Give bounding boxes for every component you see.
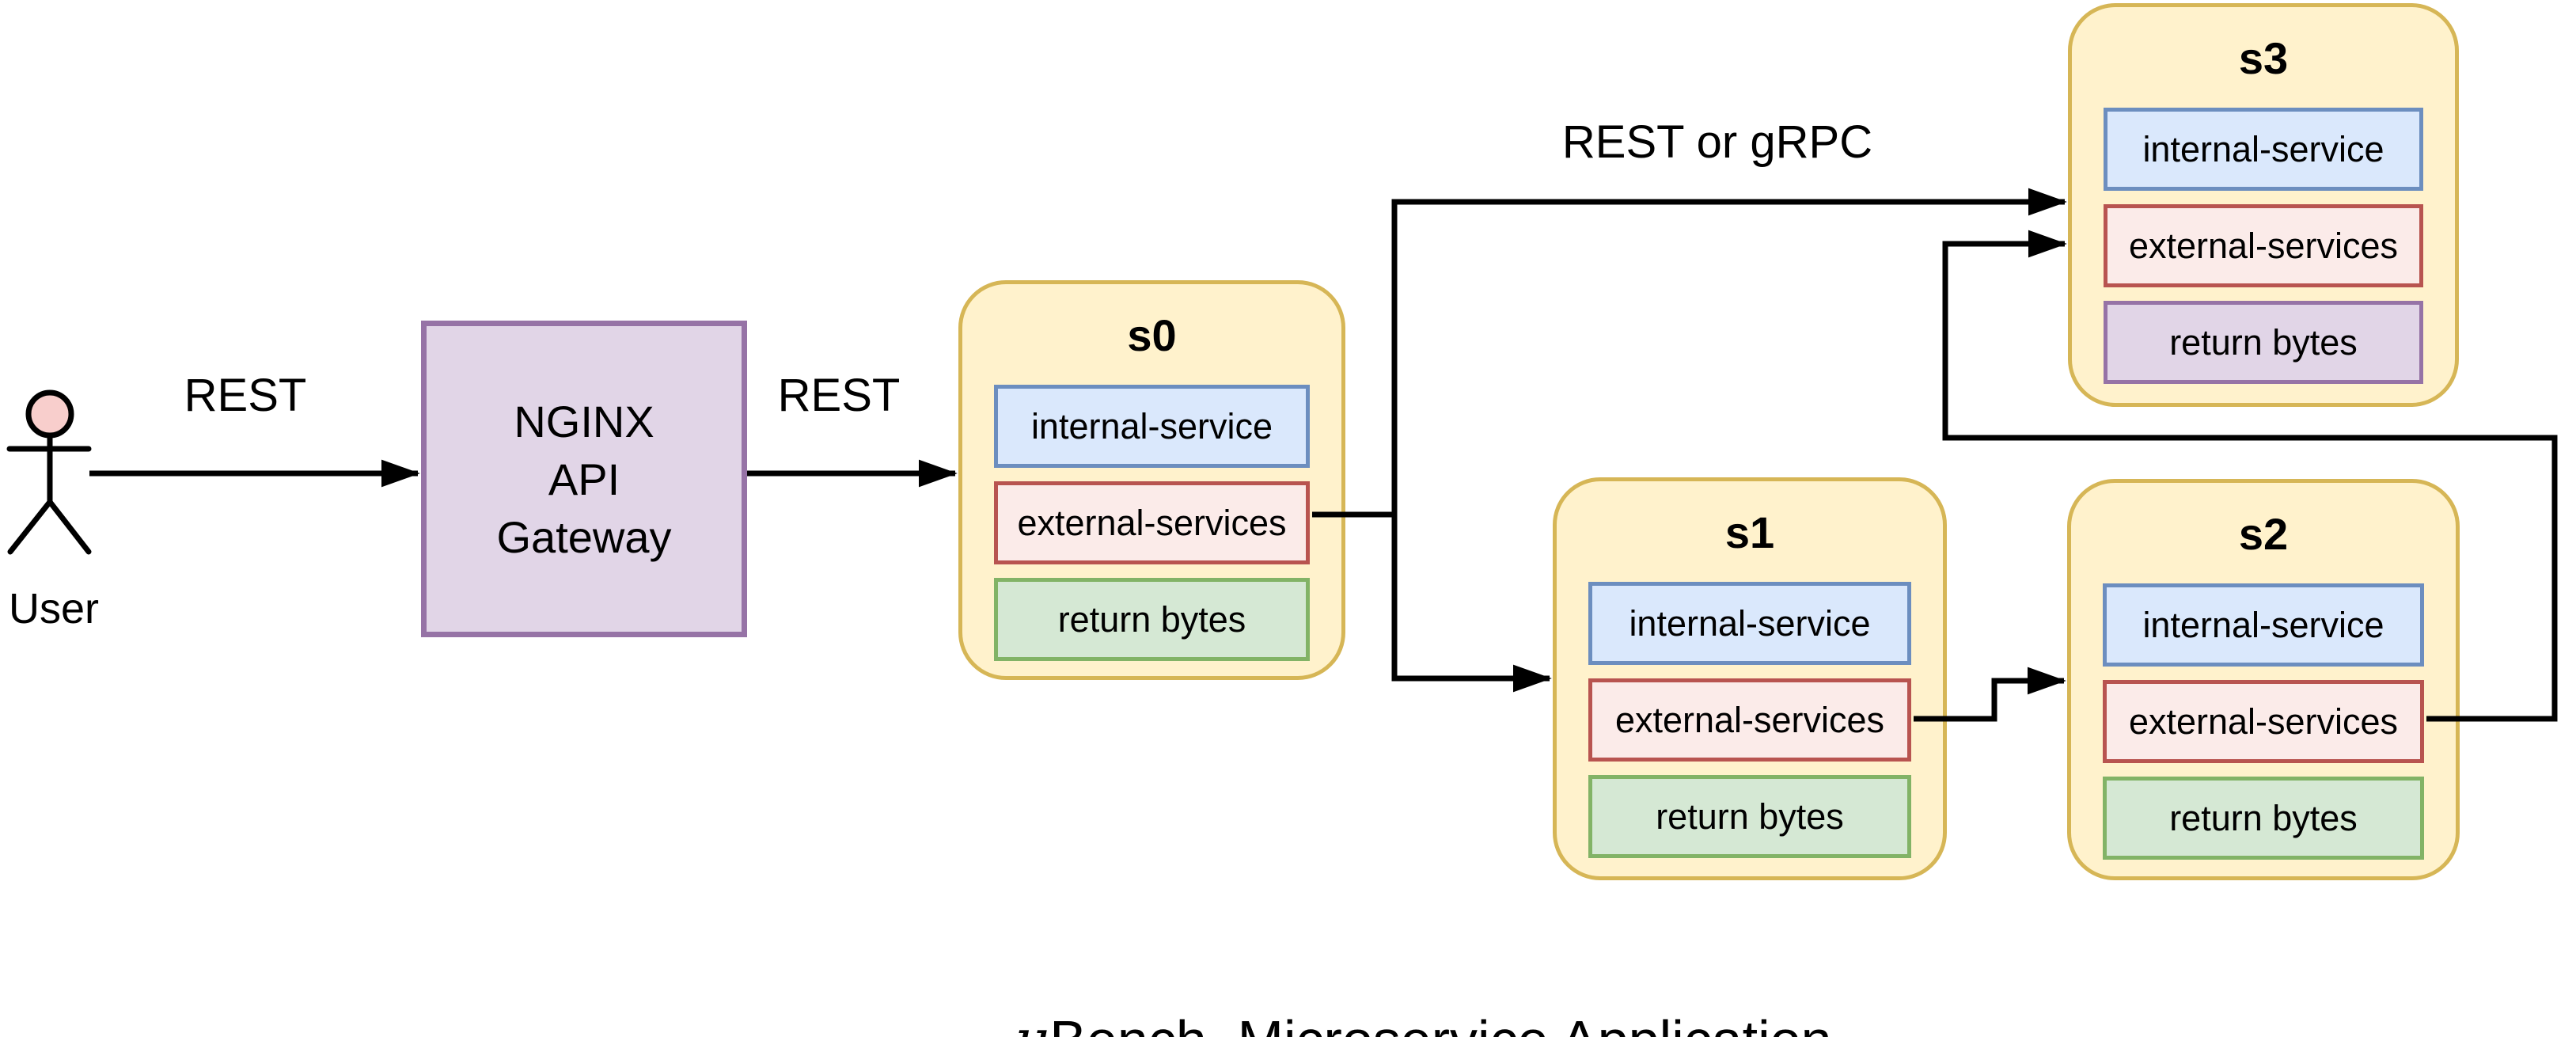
user-stick-figure-icon	[6, 389, 92, 555]
nginx-gateway-box: NGINX API Gateway	[421, 321, 747, 637]
user-label: User	[8, 585, 99, 632]
service-row-external-services: external-services	[994, 481, 1310, 564]
service-row-return-bytes: return bytes	[2103, 777, 2424, 860]
service-row-label: internal-service	[2142, 604, 2384, 645]
service-title-s2: s2	[2238, 509, 2289, 559]
service-row-label: external-services	[1017, 502, 1287, 543]
actor-left-leg	[7, 499, 53, 555]
edge-s0-to-s1	[1391, 515, 1552, 693]
service-row-label: return bytes	[2169, 797, 2358, 838]
service-row-label: external-services	[1614, 699, 1885, 740]
service-row-return-bytes: return bytes	[2104, 301, 2423, 384]
service-box-s3: s3 internal-service external-services re…	[2068, 3, 2459, 407]
service-row-label: return bytes	[1656, 796, 1844, 837]
service-row-external-services: external-services	[2103, 680, 2424, 763]
service-row-label: external-services	[2128, 701, 2399, 742]
service-row-label: internal-service	[2142, 128, 2384, 169]
service-row-return-bytes: return bytes	[994, 578, 1310, 661]
diagram-title-text: Bench Microservice Application	[1049, 1009, 1831, 1037]
service-row-label: internal-service	[1629, 602, 1871, 644]
service-row-return-bytes: return bytes	[1588, 775, 1911, 858]
service-row-internal-service: internal-service	[1588, 582, 1911, 665]
edge-s0-to-s3	[1312, 188, 2067, 518]
service-row-external-services: external-services	[1588, 678, 1911, 762]
diagram-title-mu: μ	[1014, 1008, 1050, 1037]
service-row-internal-service: internal-service	[2103, 583, 2424, 667]
actor-right-leg	[47, 499, 92, 555]
edge-label-rest-gateway-s0: REST	[777, 370, 901, 421]
service-row-label: return bytes	[2169, 321, 2358, 363]
nginx-gateway-label: NGINX API Gateway	[496, 396, 672, 562]
service-row-internal-service: internal-service	[994, 385, 1310, 468]
service-box-s1: s1 internal-service external-services re…	[1553, 477, 1947, 880]
service-row-external-services: external-services	[2104, 204, 2423, 287]
service-title-s3: s3	[2238, 33, 2289, 83]
service-row-label: return bytes	[1057, 598, 1246, 640]
edge-label-rest-or-grpc: REST or gRPC	[1561, 116, 1873, 168]
service-row-label: internal-service	[1030, 405, 1273, 446]
service-title-s1: s1	[1724, 507, 1775, 557]
service-row-label: external-services	[2128, 225, 2399, 266]
actor-head	[25, 389, 74, 439]
service-box-s0: s0 internal-service external-services re…	[958, 280, 1345, 680]
user-actor: User	[6, 386, 109, 632]
service-box-s2: s2 internal-service external-services re…	[2067, 479, 2460, 880]
edge-label-rest-user-gateway: REST	[184, 370, 307, 421]
service-row-internal-service: internal-service	[2104, 108, 2423, 191]
diagram-title: μBench Microservice Application	[952, 936, 1832, 1037]
service-title-s0: s0	[1127, 310, 1177, 360]
